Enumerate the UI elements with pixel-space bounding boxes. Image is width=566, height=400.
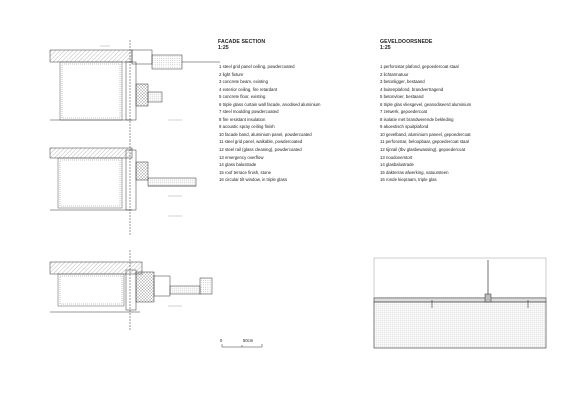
english-legend-item: 6 triple glass curtain wall facade, anod… — [219, 101, 321, 107]
dutch-legend-item: 5 betonvloer, bestaand — [380, 94, 424, 100]
dutch-legend-item: 13 noodoverstort — [380, 154, 413, 160]
dutch-legend-item: 12 tijnrail (tbv glasbewassing), gepoede… — [380, 147, 466, 153]
english-legend-item: 16 circular tilt window, in triple glass — [219, 177, 288, 183]
facade-elevation-drawing — [373, 257, 547, 349]
english-legend-list: 1 steel grid panel ceiling, powdercoated… — [219, 63, 321, 184]
english-legend-item: 2 light fixture — [219, 71, 244, 77]
english-legend-item: 13 emergency overflow — [219, 154, 264, 160]
english-legend-item: 8 fire resistant insulation — [219, 116, 266, 122]
dutch-legend-list: 1 perforostar plafond, gepoedercoat staa… — [380, 63, 471, 184]
dutch-legend-item: 3 betonligger, bestaand — [380, 79, 425, 85]
dutch-legend-item: 4 buitenplafond, brandvertragend — [380, 86, 444, 92]
english-title: FACADE SECTION — [218, 39, 266, 45]
dutch-legend-item: 16 ronde kiepraam, triple glas — [380, 177, 437, 183]
dutch-legend-item: 7 zetwerk, gepoedercoat — [380, 109, 428, 115]
dutch-title-block: GEVELDOORSNEDE 1:25 — [380, 39, 432, 52]
dutch-legend-item: 1 perforostar plafond, gepoedercoat staa… — [380, 64, 459, 69]
scale-bar — [221, 344, 263, 348]
floor-detail-middle — [49, 140, 197, 236]
english-legend-item: 11 steel grid panel, walkable, powdercoa… — [219, 139, 303, 145]
english-legend-item: 15 roof terrace finish, stone — [219, 169, 272, 175]
dutch-legend-item: 2 lichtarmatuur — [380, 71, 409, 77]
english-legend-item: 9 acoustic spray ceiling finish — [219, 124, 275, 130]
english-legend-item: 5 concrete floor, existing — [219, 94, 266, 100]
dutch-legend-item: 8 isolatie met brandwerende bekleding — [380, 116, 454, 122]
english-scale: 1:25 — [218, 45, 229, 52]
english-legend-item: 7 steel moulding powdercoated — [219, 109, 279, 115]
dutch-scale: 1:25 — [380, 45, 391, 52]
english-legend-item: 1 steel grid panel ceiling, powdercoated — [219, 64, 295, 69]
dutch-legend-item: 9 akoestisch spuitplafond — [380, 124, 429, 130]
floor-detail-bottom — [49, 250, 213, 330]
english-title-block: FACADE SECTION 1:25 — [218, 39, 265, 52]
dutch-legend-item: 15 dakterras afwerking, natuursteen — [380, 169, 449, 175]
dutch-legend-item: 6 triple glas vliesgevel, geanodiseerd a… — [380, 101, 472, 107]
english-legend-item: 12 steel rail (glass cleaning), powderco… — [219, 147, 302, 153]
scale-length-label: 50cm — [243, 338, 254, 343]
dutch-legend-item: 10 gevelband, aluminium paneel, gepoeder… — [380, 131, 471, 137]
dutch-legend-item: 14 glasbalustrade — [380, 162, 414, 168]
dutch-title: GEVELDOORSNEDE — [380, 39, 433, 45]
floor-detail-top — [49, 40, 220, 140]
dutch-legend-item: 11 perforostar, beloopbaar, gepoedercoat… — [380, 139, 469, 145]
english-legend-item: 4 exterior ceiling, fire retardant — [219, 86, 278, 92]
scale-zero-label: 0 — [220, 338, 223, 343]
english-legend-item: 3 concrete beam, existing — [219, 79, 268, 85]
english-legend-item: 10 facade band, aluminium panel, powderc… — [219, 131, 312, 137]
english-legend-item: 14 glass balustrade — [219, 162, 257, 168]
